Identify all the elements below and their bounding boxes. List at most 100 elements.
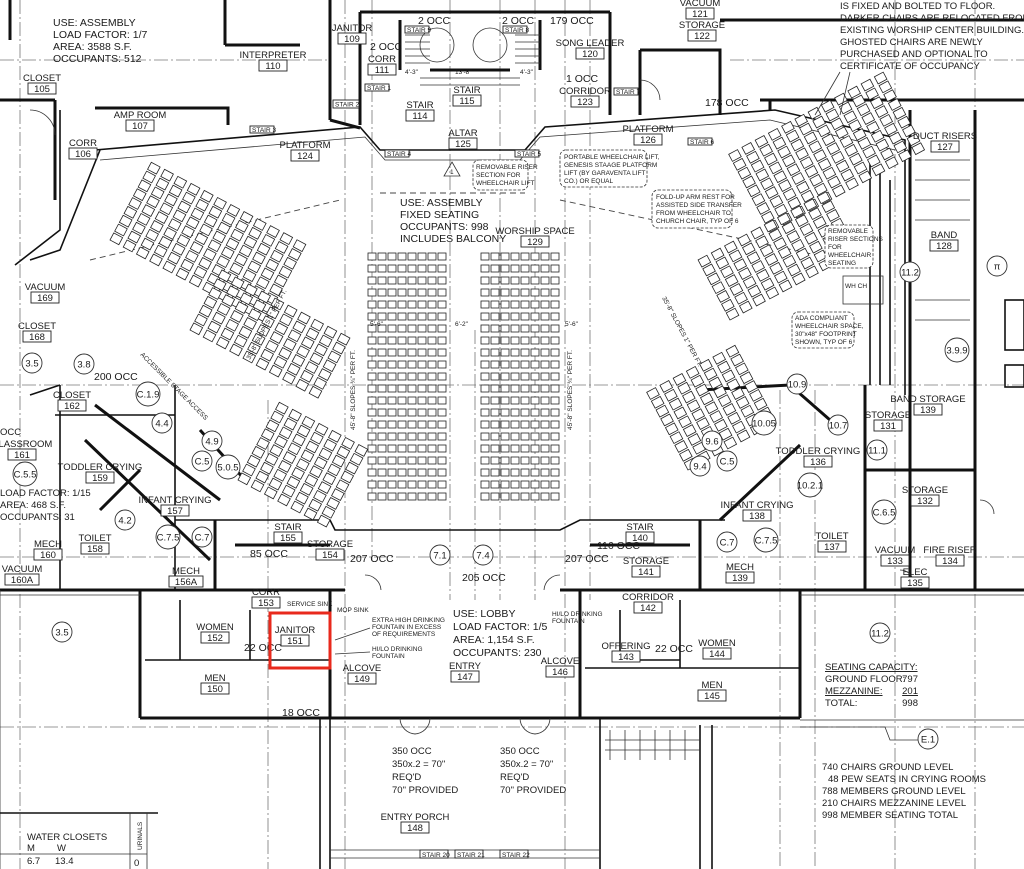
svg-text:OCCUPANTS: 512: OCCUPANTS: 512 [53, 53, 142, 65]
chair [230, 309, 244, 323]
chair [321, 505, 336, 519]
chair [725, 307, 740, 321]
chair [816, 191, 831, 205]
chair [387, 492, 397, 501]
chair [314, 422, 329, 436]
grid-bubble-label: 3.5 [55, 628, 68, 639]
chair [787, 263, 801, 277]
chair [510, 408, 520, 417]
chair [377, 324, 387, 333]
chair [706, 272, 721, 286]
chair [480, 276, 490, 285]
chair [367, 276, 377, 285]
chair [216, 255, 230, 269]
chair [878, 80, 893, 94]
chair [132, 188, 147, 202]
chair [500, 396, 510, 405]
room-number: 136 [810, 457, 826, 468]
chair [755, 168, 770, 182]
chair [668, 397, 683, 411]
chair [137, 179, 152, 193]
chair [500, 312, 510, 321]
chair [367, 456, 377, 465]
chair [377, 336, 387, 345]
svg-text:FIXED SEATING: FIXED SEATING [400, 209, 479, 221]
chair [367, 432, 377, 441]
svg-text:AREA: 3588 S.F.: AREA: 3588 S.F. [53, 41, 132, 53]
grid-bubble: π [986, 255, 1008, 277]
room-number: 142 [640, 603, 656, 614]
stair-tag: STAIR 1 [364, 83, 391, 92]
chair [727, 411, 741, 425]
room-name: ENTRY [449, 661, 482, 672]
svg-text:WH CH: WH CH [845, 283, 867, 290]
chair [911, 142, 926, 156]
note-lobby: USE: LOBBY LOAD FACTOR: 1/5 AREA: 1,154 … [453, 608, 547, 659]
chair [777, 145, 791, 159]
chair [852, 94, 866, 108]
chair [397, 384, 407, 393]
chair [520, 456, 530, 465]
room-name: CLOSET [53, 390, 91, 401]
chair [303, 507, 318, 521]
chair [397, 372, 407, 381]
chair [760, 177, 774, 191]
grid-bubble-label: C.5 [195, 457, 210, 468]
room-tag: CLASSROOM161 [0, 439, 52, 461]
room-name: STAIR [406, 100, 433, 111]
room-name: WORSHIP SPACE [495, 226, 574, 237]
chair [480, 300, 490, 309]
chair [427, 288, 437, 297]
occupancy-label: 116 OCC [597, 540, 640, 552]
seating-block [728, 71, 926, 233]
chair [251, 332, 266, 346]
chair [175, 267, 190, 281]
chair [884, 156, 899, 170]
slope-label-center-right: 45'-8" SLOPES ¾" PER FT. [567, 350, 574, 430]
chair [387, 396, 397, 405]
chair [281, 484, 296, 498]
stair-tag: STAIR 5 [514, 149, 541, 158]
chair [883, 89, 897, 103]
chair [176, 234, 191, 247]
stair-tags: STAIR 1 STAIR 2 STAIR 3 STAIR 4 STAIR 5 … [249, 25, 714, 859]
chair [800, 256, 815, 270]
room-name: STAIR [274, 522, 301, 533]
chair [332, 341, 346, 355]
chair [226, 285, 240, 299]
chair [831, 150, 845, 164]
svg-text:AREA: 468 S.F.: AREA: 468 S.F. [0, 500, 66, 511]
grid-bubble-label: 7.4 [476, 551, 489, 562]
chair [437, 324, 447, 333]
chair [437, 384, 447, 393]
chair [234, 253, 248, 267]
chair [417, 360, 427, 369]
chair [480, 324, 490, 333]
chair [427, 420, 437, 429]
chair [377, 360, 387, 369]
chair [702, 263, 716, 277]
room-name: MECH [172, 566, 200, 577]
svg-text:PURCHASED AND OPTIONAL TO: PURCHASED AND OPTIONAL TO [840, 49, 988, 60]
room-name: STORAGE [679, 20, 725, 31]
chair [530, 492, 540, 501]
room-name: BAND [931, 230, 958, 241]
chair [150, 186, 165, 200]
chair [674, 440, 688, 453]
chair [230, 228, 245, 242]
chair [897, 115, 911, 129]
note-egress-right: 350 OCC 350x.2 = 70" REQ'D 70" PROVIDED [500, 746, 566, 796]
occupancy-label: 2 OCC [502, 15, 535, 27]
chair [407, 252, 417, 261]
chair [490, 252, 500, 261]
chair [732, 157, 747, 171]
chair [427, 360, 437, 369]
room-number: 110 [265, 61, 280, 72]
chair [826, 209, 840, 222]
chair [207, 320, 222, 334]
